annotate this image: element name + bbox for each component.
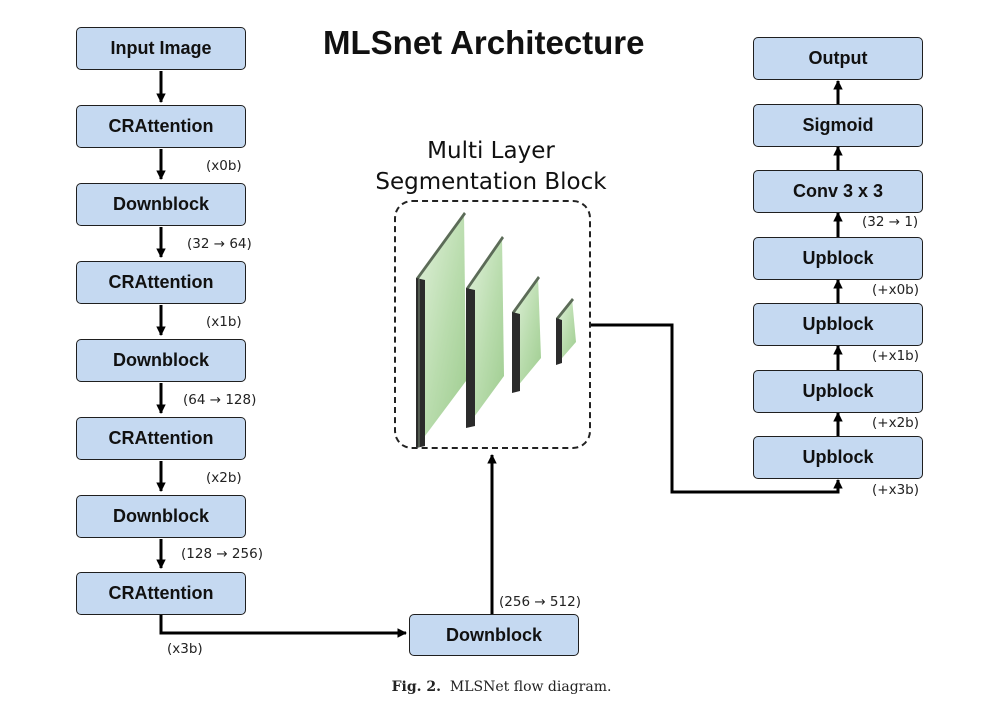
upblock-0: Upblock (753, 237, 923, 280)
note-channels-256-512: (256 → 512) (499, 594, 581, 610)
note-channels-32-64: (32 → 64) (187, 236, 252, 252)
upblock-1: Upblock (753, 303, 923, 346)
mls-layer-3 (512, 276, 541, 393)
note-x2b: (x2b) (206, 470, 242, 486)
downblock-3: Downblock (76, 495, 246, 538)
crattention-block-1: CRAttention (76, 261, 246, 304)
arrow-mls-to-upblock3 (591, 323, 843, 494)
figure-caption: Fig. 2. MLSNet flow diagram. (0, 679, 1003, 695)
mls-title-line-2: Segmentation Block (375, 169, 607, 195)
mls-layer-1 (416, 212, 466, 448)
bottleneck-downblock: Downblock (409, 614, 579, 656)
note-x1b: (x1b) (206, 314, 242, 330)
conv-3x3-block: Conv 3 x 3 (753, 170, 923, 213)
note-channels-32-1: (32 → 1) (862, 214, 919, 230)
note-plus-x3b: (+x3b) (872, 482, 919, 498)
note-channels-128-256: (128 → 256) (181, 546, 263, 562)
arrow-crattention3-to-bottleneck (159, 614, 407, 638)
input-image-block: Input Image (76, 27, 246, 70)
downblock-1: Downblock (76, 183, 246, 226)
mls-layer-4 (556, 298, 576, 365)
mls-layer-stack-illustration (416, 212, 576, 448)
note-channels-64-128: (64 → 128) (183, 392, 257, 408)
note-x3b: (x3b) (167, 641, 203, 657)
sigmoid-block: Sigmoid (753, 104, 923, 147)
mls-layer-2 (466, 236, 504, 428)
mls-block-frame (394, 200, 591, 449)
crattention-block-3: CRAttention (76, 572, 246, 615)
note-plus-x1b: (+x1b) (872, 348, 919, 364)
diagram-title: MLSnet Architecture (323, 24, 645, 61)
note-plus-x2b: (+x2b) (872, 415, 919, 431)
output-block: Output (753, 37, 923, 80)
mls-block-title: Multi Layer Segmentation Block (360, 136, 622, 198)
note-x0b: (x0b) (206, 158, 242, 174)
figure-caption-text: MLSNet flow diagram. (449, 679, 612, 695)
upblock-3: Upblock (753, 436, 923, 479)
upblock-2: Upblock (753, 370, 923, 413)
crattention-block-0: CRAttention (76, 105, 246, 148)
downblock-2: Downblock (76, 339, 246, 382)
note-plus-x0b: (+x0b) (872, 282, 919, 298)
crattention-block-2: CRAttention (76, 417, 246, 460)
mls-title-line-1: Multi Layer (427, 138, 555, 164)
figure-caption-label: Fig. 2. (391, 679, 441, 695)
